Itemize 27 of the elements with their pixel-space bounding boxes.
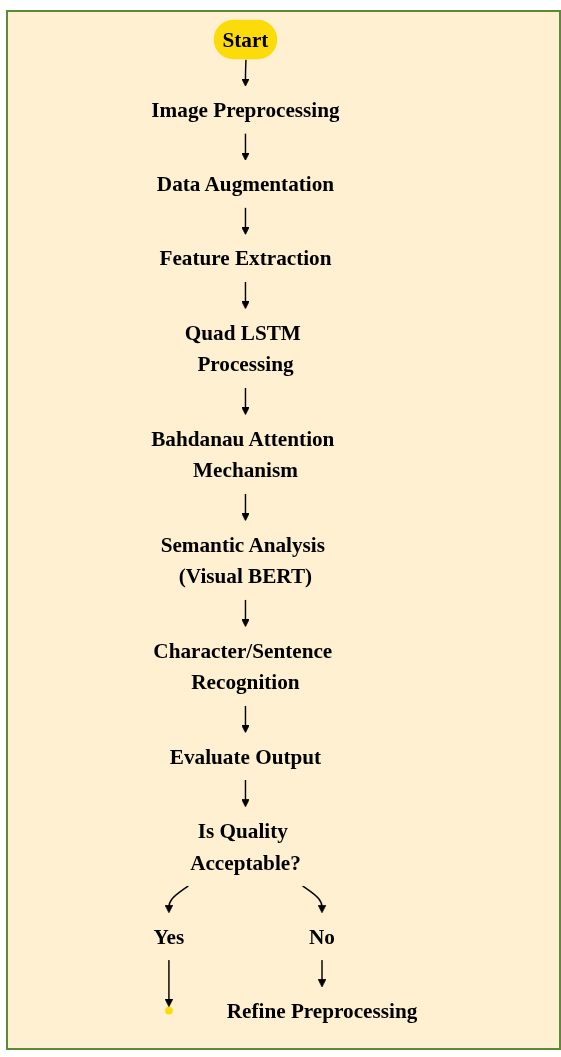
node-text: Refine Preprocessing — [227, 998, 418, 1023]
arrow — [241, 779, 250, 808]
arrow — [165, 885, 190, 914]
arrow — [241, 281, 250, 310]
diagram-background: Start Image Preprocessing Data Augmentation Feature Extraction Quad LSTM Processing Bahdanau Attention Mechanism Semantic Analysis (Visual BERT) Character/Sentence Recognition Evaluate Output Is Quality Acceptable? Yes No Refine Preprocessing — [6, 10, 561, 1050]
arrow — [318, 959, 327, 988]
node-text: No — [309, 924, 336, 949]
node-text: Image Preprocessing — [151, 97, 340, 122]
arrow — [241, 206, 250, 235]
node-text: Data Augmentation — [157, 171, 335, 197]
node-text: Quad LSTM Processing — [185, 320, 302, 377]
arrow — [302, 885, 327, 914]
arrow — [241, 132, 250, 161]
node-text: Feature Extraction — [159, 246, 332, 271]
node-text: Is Quality Acceptable? — [190, 818, 302, 875]
arrow — [241, 59, 250, 87]
node-circle — [165, 1006, 174, 1015]
arrow — [241, 387, 250, 416]
node-text: Bahdanau Attention Mechanism — [151, 426, 335, 483]
arrow — [241, 599, 250, 628]
node-text: Character/Sentence Recognition — [153, 638, 333, 695]
node-text: Evaluate Output — [170, 744, 322, 769]
node-text: Yes — [153, 924, 185, 949]
arrow — [241, 493, 250, 522]
node-text: Semantic Analysis (Visual BERT) — [160, 532, 326, 589]
arrow — [241, 705, 250, 734]
arrow — [165, 959, 174, 1008]
